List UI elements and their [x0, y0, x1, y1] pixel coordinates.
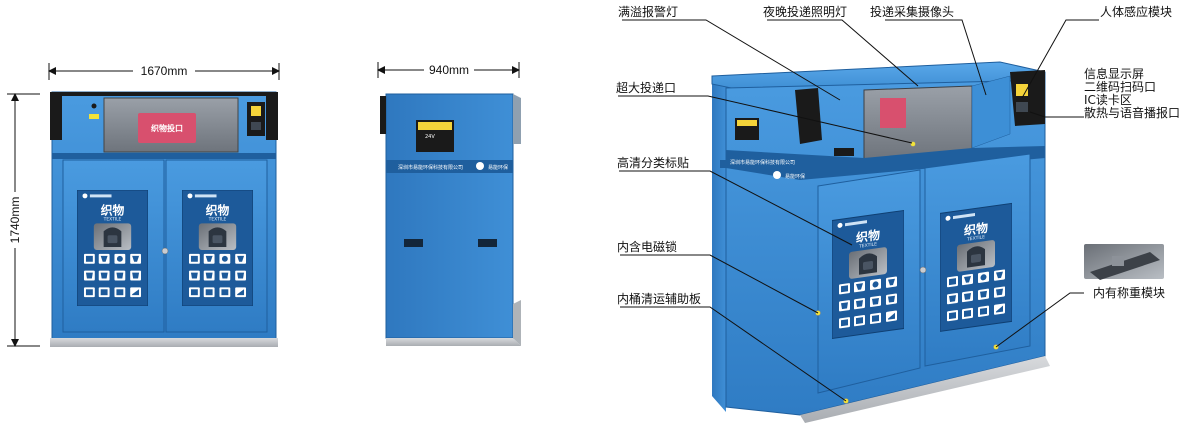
perspective-company-name: 深圳市易能环保科技有限公司 [730, 159, 795, 166]
callout-qr-scanner: 二维码扫码口 [1084, 80, 1156, 94]
callout-body-sensor: 人体感应模块 [1100, 4, 1172, 19]
front-view: 1670mm 1740mm 织物投口 [7, 63, 280, 347]
callout-labels: 满溢报警灯 夜晚投递照明灯 投递采集摄像头 人体感应模块 超大投递口 信息显示屏… [616, 4, 1180, 306]
side-company-name: 深圳市易能环保科技有限公司 [398, 164, 463, 171]
callout-overflow-alarm: 满溢报警灯 [618, 4, 678, 19]
perspective-view: 深圳市易能环保科技有限公司 易能环保 [711, 61, 1164, 423]
callout-lines [618, 19, 1099, 402]
callout-camera: 投递采集摄像头 [870, 4, 954, 19]
depth-label: 940mm [429, 63, 469, 77]
side-brand: 易能环保 [488, 164, 508, 171]
perspective-brand: 易能环保 [785, 173, 805, 180]
callout-large-opening: 超大投递口 [616, 80, 676, 95]
callout-label-sticker: 高清分类标贴 [617, 155, 689, 170]
callout-assist-board: 内桶清运辅助板 [617, 291, 701, 306]
side-view: 940mm 24V 深圳市易能环保科技有限公司 易能环保 [377, 62, 521, 346]
callout-ic-card: IC读卡区 [1084, 93, 1132, 107]
callout-weighing: 内有称重模块 [1093, 286, 1165, 300]
width-label: 1670mm [141, 64, 188, 78]
callout-speaker: 散热与语音播报口 [1084, 105, 1180, 120]
callout-em-lock: 内含电磁锁 [617, 239, 677, 254]
side-voltage: 24V [425, 134, 435, 140]
callout-screen: 信息显示屏 [1084, 66, 1144, 81]
height-label: 1740mm [8, 197, 22, 244]
callout-night-light: 夜晚投递照明灯 [763, 4, 847, 19]
front-panel-label: 织物投口 [151, 123, 183, 133]
